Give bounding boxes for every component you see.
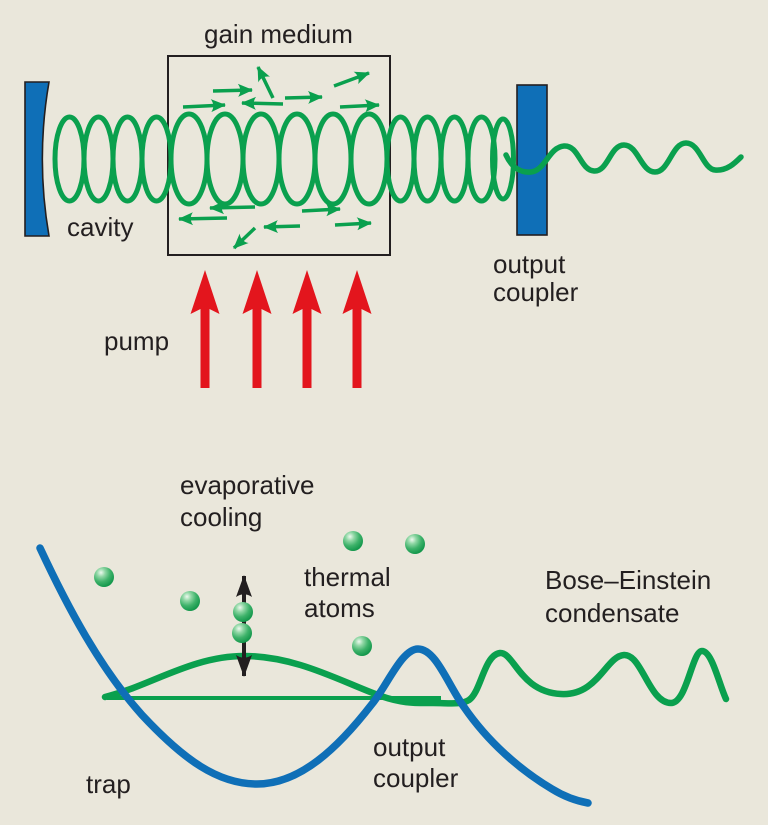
bose-einstein-condensate-label: Bose–Einstein condensate <box>545 564 711 630</box>
gain-medium-box <box>167 55 391 256</box>
pump-label: pump <box>104 326 170 356</box>
label-line: condensate <box>545 598 680 628</box>
label-line: coupler <box>373 763 459 793</box>
evaporative-cooling-label: evaporative cooling <box>180 469 314 533</box>
label-line: coupler <box>493 277 579 307</box>
atom-icon <box>232 623 252 643</box>
atom-icon <box>343 531 363 551</box>
label-line: atoms <box>304 593 375 623</box>
pump-arrow-icon <box>342 270 372 388</box>
cavity-mirror-icon <box>24 81 50 237</box>
trap-label: trap <box>86 769 131 799</box>
thermal-atoms-label: thermal atoms <box>304 562 391 624</box>
output-coupler-label-top: output coupler <box>493 250 578 306</box>
atom-icon <box>94 567 114 587</box>
atom-icon <box>180 591 200 611</box>
gain-medium-label: gain medium <box>204 19 353 49</box>
pump-arrow-icon <box>190 270 220 388</box>
pump-arrow-icon <box>292 270 322 388</box>
output-coupler-mirror-icon <box>516 84 548 236</box>
output-coupler-label-bottom: output coupler <box>373 732 458 794</box>
label-line: cooling <box>180 502 263 532</box>
atom-icon <box>352 636 372 656</box>
photon-arrows <box>178 66 380 250</box>
atom-icon <box>233 602 253 622</box>
pump-arrows <box>190 270 372 388</box>
label-line: output <box>493 249 566 279</box>
thermal-cloud-and-beam-curve <box>101 647 730 707</box>
pump-arrow-icon <box>242 270 272 388</box>
cavity-label: cavity <box>67 212 134 242</box>
label-line: output <box>373 732 446 762</box>
label-line: Bose–Einstein <box>545 565 712 595</box>
atom-icon <box>405 534 425 554</box>
thermal-atoms <box>94 531 425 656</box>
standing-wave <box>52 111 516 207</box>
output-beam-wave <box>503 140 744 175</box>
label-line: evaporative <box>180 470 315 500</box>
trap-potential-curve <box>36 544 592 807</box>
label-line: thermal <box>304 562 391 592</box>
